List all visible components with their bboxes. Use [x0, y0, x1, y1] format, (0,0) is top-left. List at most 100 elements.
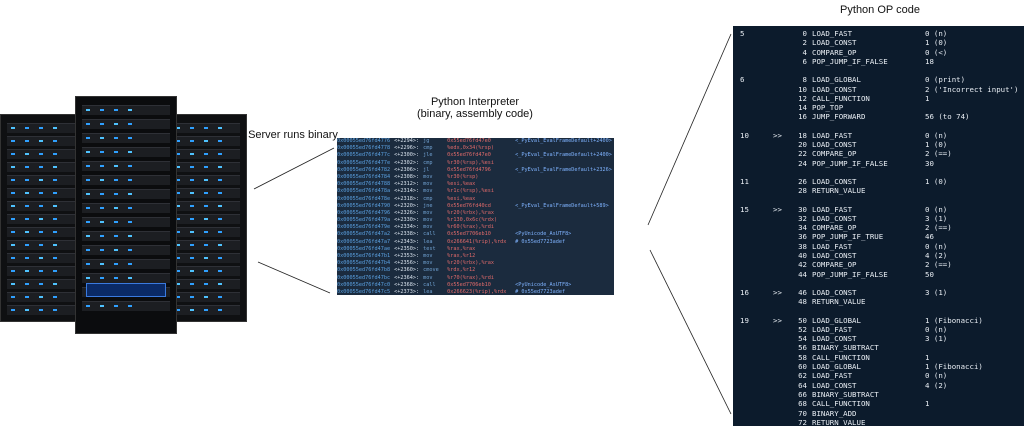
server-unit: [172, 227, 240, 237]
opcode-name: LOAD_CONST: [812, 38, 857, 48]
opcode-name: RETURN_VALUE: [812, 297, 866, 307]
assembly-arg: %rax,%rax: [447, 245, 476, 252]
opcode-arg: 4 (2): [925, 251, 948, 260]
server-unit: [7, 279, 75, 289]
opcode-ln: 5: [740, 29, 745, 38]
assembly-arg: 0x55ed76fd40cd: [447, 202, 491, 209]
assembly-arg: 0x55ed76fd4796: [447, 166, 491, 173]
server-unit: [7, 123, 75, 133]
assembly-off: <+2318>:: [394, 195, 420, 202]
assembly-off: <+2294>:: [394, 138, 420, 144]
interpreter-subtitle: (binary, assembly code): [417, 108, 533, 120]
assembly-op: call: [423, 231, 436, 238]
server-unit: [7, 136, 75, 146]
assembly-addr: 0x00055ed76fd47b4: [337, 260, 391, 267]
opcode-arg: 56 (to 74): [925, 112, 970, 122]
opcode-arg: 1 (0): [925, 38, 948, 48]
server-unit: [172, 240, 240, 250]
assembly-arg: %r70(%rax),%rdi: [447, 274, 494, 281]
server-unit: [172, 175, 240, 185]
server-unit: [7, 305, 75, 315]
server-unit: [7, 292, 75, 302]
opcode-arg: 1: [925, 399, 930, 409]
server-unit: [172, 149, 240, 159]
assembly-arg: 0x55ed76fd47e0: [447, 138, 491, 144]
opcode-off: 0: [802, 29, 807, 38]
opcode-ln: 10: [740, 130, 749, 140]
opcode-arg: 0 (n): [925, 241, 948, 251]
server-unit: [82, 245, 170, 255]
assembly-line: 0x00055ed76fd4784<+2308>:mov%r30(%rsp): [337, 174, 614, 181]
server-unit: [82, 147, 170, 157]
opcode-off: 12: [798, 93, 807, 103]
opcode-arg: 4 (2): [925, 380, 948, 390]
server-unit: [82, 189, 170, 199]
opcode-off: 2: [802, 38, 807, 48]
assembly-addr: 0x00055ed76fd4782: [337, 166, 391, 173]
opcode-off: 16: [798, 112, 807, 122]
assembly-off: <+2350>:: [394, 245, 420, 252]
assembly-op: lea: [423, 288, 433, 295]
opcode-arg: 0 (<): [925, 47, 948, 57]
assembly-arg: %r130,0x6c(%rdx): [447, 217, 498, 224]
opcode-off: 44: [798, 269, 807, 279]
assembly-off: <+2338>:: [394, 231, 420, 238]
assembly-addr: 0x00055ed76fd47c5: [337, 288, 391, 295]
assembly-sym: <_PyEval_EvalFrameDefault+589>: [515, 202, 609, 209]
assembly-sym: <_PyEval_EvalFrameDefault+2400>: [515, 152, 612, 159]
opcode-off: 18: [798, 130, 807, 140]
assembly-op: cmove: [423, 267, 439, 274]
assembly-op: cmp: [423, 145, 433, 152]
assembly-off: <+2308>:: [394, 173, 420, 180]
assembly-line: 0x00055ed76fd4778<+2296>:cmp%edx,0x34(%r…: [337, 145, 614, 152]
opcode-mk: >>: [773, 287, 782, 297]
opcode-off: 60: [798, 362, 807, 371]
assembly-arg: %edx,0x34(%rsp): [447, 145, 494, 152]
opcode-name: POP_JUMP_IF_TRUE: [812, 232, 884, 242]
opcode-off: 8: [802, 75, 807, 85]
opcode-name: CALL_FUNCTION: [812, 352, 870, 362]
assembly-off: <+2296>:: [394, 145, 420, 152]
assembly-op: mov: [423, 274, 433, 281]
opcode-off: 28: [798, 186, 807, 196]
assembly-addr: 0x00055ed76fd47b8: [337, 267, 391, 274]
opcode-arg: 1 (Fibonacci): [925, 315, 983, 325]
assembly-addr: 0x00055ed76fd47a7: [337, 238, 391, 245]
opcode-off: 30: [798, 204, 807, 214]
opcode-ln: 16: [740, 287, 749, 297]
opcode-arg: 2 (==): [925, 149, 952, 159]
opcode-name: LOAD_GLOBAL: [812, 362, 861, 371]
server-unit: [82, 175, 170, 185]
assembly-addr: 0x00055ed76fd47a2: [337, 231, 391, 238]
opcode-name: LOAD_CONST: [812, 84, 857, 94]
assembly-addr: 0x00055ed76fd478a: [337, 188, 391, 195]
server-unit: [172, 136, 240, 146]
assembly-addr: 0x00055ed76fd47bc: [337, 274, 391, 281]
opcode-name: CALL_FUNCTION: [812, 93, 870, 103]
opcode-name: POP_JUMP_IF_FALSE: [812, 56, 888, 66]
opcode-arg: 0 (n): [925, 29, 948, 38]
opcode-arg: 50: [925, 269, 934, 279]
opcode-name: POP_JUMP_IF_FALSE: [812, 269, 888, 279]
assembly-op: mov: [423, 253, 433, 259]
opcode-ln: 11: [740, 176, 749, 186]
